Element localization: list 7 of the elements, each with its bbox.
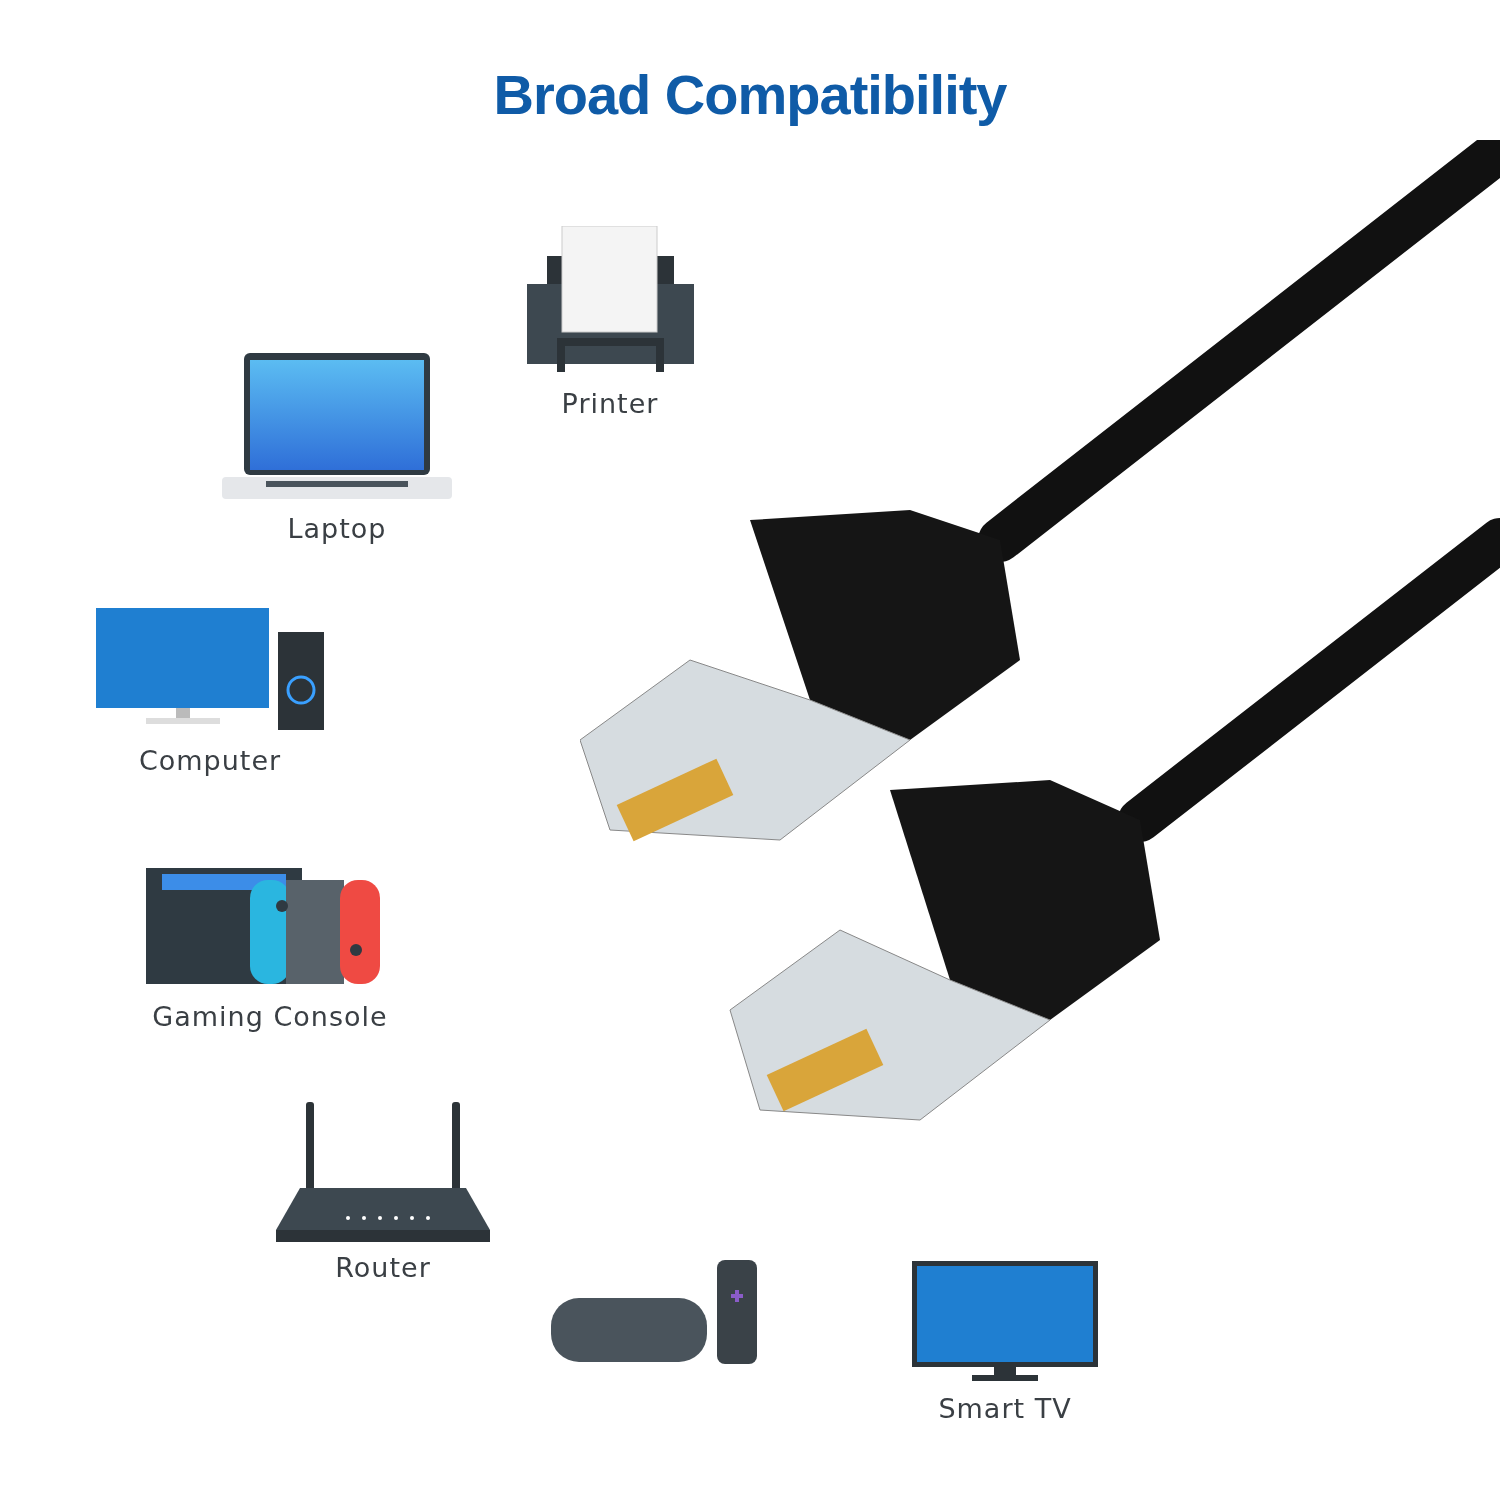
device-label: Laptop [287,513,387,544]
device-label: Printer [561,388,659,419]
device-label: Router [335,1252,431,1283]
title: Broad Compatibility [492,62,1008,127]
device-label: Gaming Console [152,1001,388,1032]
device-label: Computer [138,745,282,776]
device-label: Smart TV [938,1393,1072,1424]
